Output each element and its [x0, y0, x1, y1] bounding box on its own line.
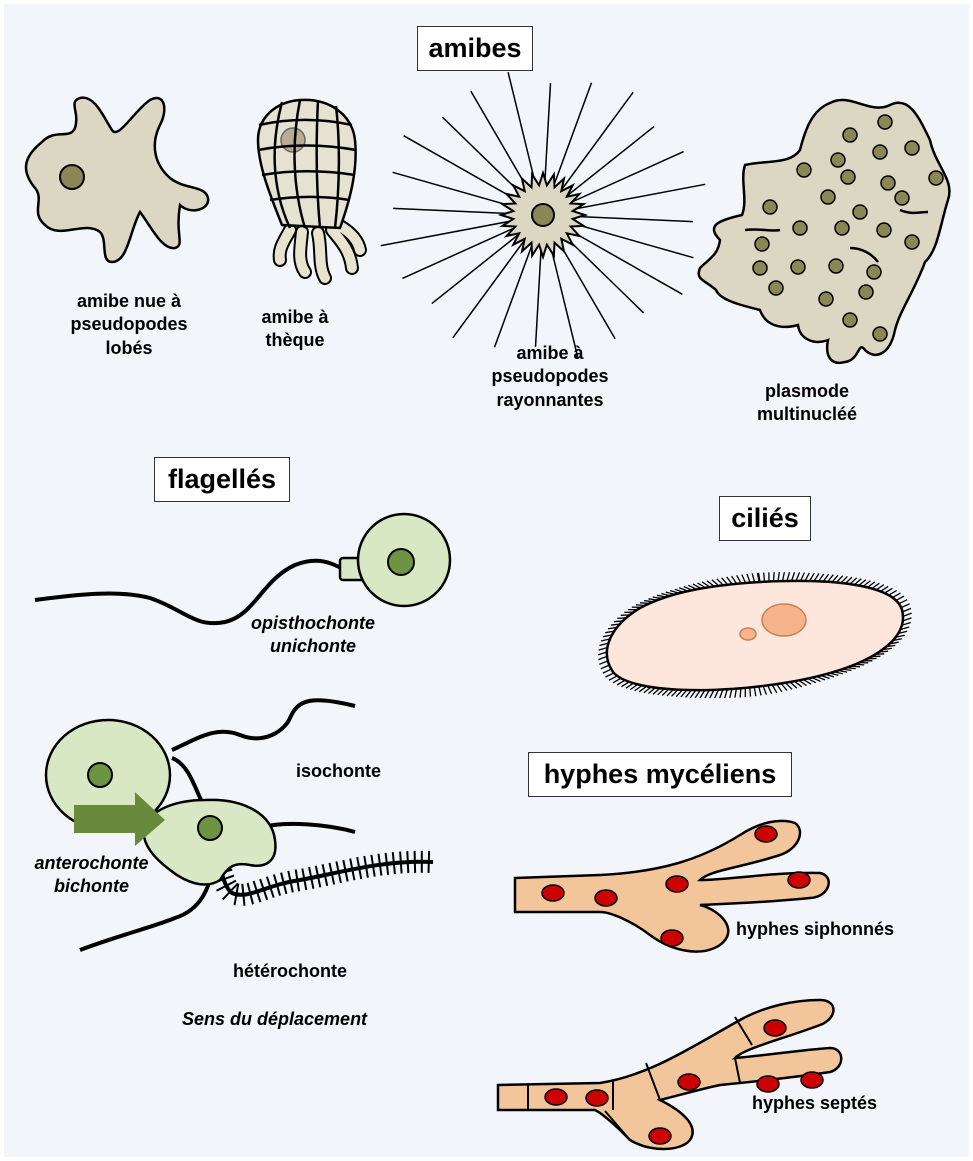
plasmode-nucleus — [843, 128, 857, 142]
cilium — [774, 572, 775, 581]
mastigoneme — [407, 851, 408, 873]
label-hyphes-septes: hyphes septés — [752, 1092, 922, 1115]
mastigoneme — [242, 884, 244, 906]
isochonte-flagellum-upper — [172, 700, 355, 750]
theque-nucleus — [281, 128, 305, 152]
plasmode-nucleus — [797, 163, 811, 177]
isochonte-nucleus — [88, 763, 112, 787]
amibe-nue-nucleus — [60, 165, 84, 189]
plasmode-nucleus — [873, 327, 887, 341]
mastigoneme — [415, 851, 416, 873]
cilium — [601, 665, 610, 669]
mastigoneme — [386, 853, 389, 875]
cilium — [606, 673, 614, 677]
mastigoneme — [393, 852, 395, 874]
cilium — [903, 613, 912, 616]
hyphes-septes-drawing — [498, 1000, 841, 1149]
label-anterochonte: anterochonte bichonte — [14, 852, 169, 899]
cilium — [742, 575, 746, 583]
plasmode-nucleus — [881, 176, 895, 190]
section-title-amibes: amibes — [417, 26, 533, 71]
label-opisthochonte: opisthochonte unichonte — [228, 612, 398, 659]
cilie-macronucleus — [762, 604, 806, 636]
cilie-micronucleus — [740, 628, 756, 640]
cilium — [778, 572, 779, 581]
opisthochonte-nucleus — [388, 549, 414, 575]
heterochonte-nucleus — [198, 816, 222, 840]
cilium — [899, 600, 907, 604]
cilium — [787, 572, 790, 581]
plasmode-nucleus — [873, 145, 887, 159]
plasmode-nucleus — [831, 153, 845, 167]
hyphes-septes-body — [498, 1000, 841, 1149]
plasmode-nucleus — [769, 281, 783, 295]
plasmode-nucleus — [929, 171, 943, 185]
cilium — [902, 608, 911, 612]
amibe-rayonnante-body-group — [501, 173, 585, 257]
label-isochonte: isochonte — [296, 760, 416, 783]
plasmode-body — [699, 100, 950, 363]
label-sens-deplacement: Sens du déplacement — [182, 1008, 412, 1031]
plasmode-nucleus — [859, 285, 873, 299]
label-amibe-nue: amibe nue à pseudopodes lobés — [44, 290, 214, 360]
plasmode-nucleus — [753, 261, 767, 275]
plasmode-nucleus — [791, 260, 805, 274]
plasmode-drawing — [699, 100, 950, 363]
cilium — [754, 687, 756, 696]
plasmode-nucleus — [853, 205, 867, 219]
mastigoneme — [429, 851, 430, 873]
cilium — [796, 572, 800, 581]
label-amibe-theque: amibe à thèque — [240, 306, 350, 353]
plasmode-nucleus — [905, 235, 919, 249]
cilie-drawing — [598, 572, 911, 698]
cilium — [764, 573, 765, 582]
plasmode-nucleus — [877, 223, 891, 237]
mastigoneme — [400, 852, 402, 874]
plasmode-nucleus — [829, 259, 843, 273]
label-plasmode: plasmode multinucléé — [732, 380, 882, 427]
section-title-cilies: ciliés — [719, 496, 811, 541]
opisthochonte-drawing — [35, 514, 450, 623]
plasmode-nucleus — [895, 191, 909, 205]
plasmode-nucleus — [763, 200, 777, 214]
cilium — [772, 685, 777, 693]
cilium — [599, 661, 608, 664]
plasmode-nucleus — [841, 170, 855, 184]
amibe-theque-drawing — [258, 100, 360, 278]
amibe-nue-body — [26, 98, 208, 262]
plasmode-nucleus — [905, 141, 919, 155]
plasmode-nucleus — [819, 292, 833, 306]
cilium — [896, 596, 904, 600]
cilium — [737, 575, 742, 583]
section-title-hyphes: hyphes mycéliens — [528, 752, 792, 797]
cilium — [783, 572, 785, 581]
cilium — [752, 573, 754, 582]
plasmode-nucleus — [835, 221, 849, 235]
plasmode-nucleus — [843, 313, 857, 327]
amibe-rayonnante-nucleus — [532, 204, 554, 226]
plasmode-nucleus — [755, 237, 769, 251]
plasmode-nucleus — [793, 221, 807, 235]
cilium — [747, 574, 750, 583]
label-amibe-rayonnantes: amibe à pseudopodes rayonnantes — [475, 342, 625, 412]
cilium — [727, 577, 733, 584]
label-heterochonte: hétérochonte — [205, 960, 375, 983]
section-title-flagelles: flagellés — [154, 457, 290, 502]
cilium — [768, 685, 772, 693]
plasmode-nucleus — [878, 115, 892, 129]
amibe-nue-drawing — [26, 98, 208, 262]
label-hyphes-siphonnes: hyphes siphonnés — [736, 918, 936, 941]
plasmode-nucleus — [867, 265, 881, 279]
cilium — [763, 686, 766, 695]
plasmode-nucleus — [821, 190, 835, 204]
cilium — [901, 604, 910, 608]
cilium — [732, 576, 737, 584]
cilium — [750, 688, 751, 697]
cilium — [603, 669, 611, 673]
cilium — [759, 687, 761, 696]
